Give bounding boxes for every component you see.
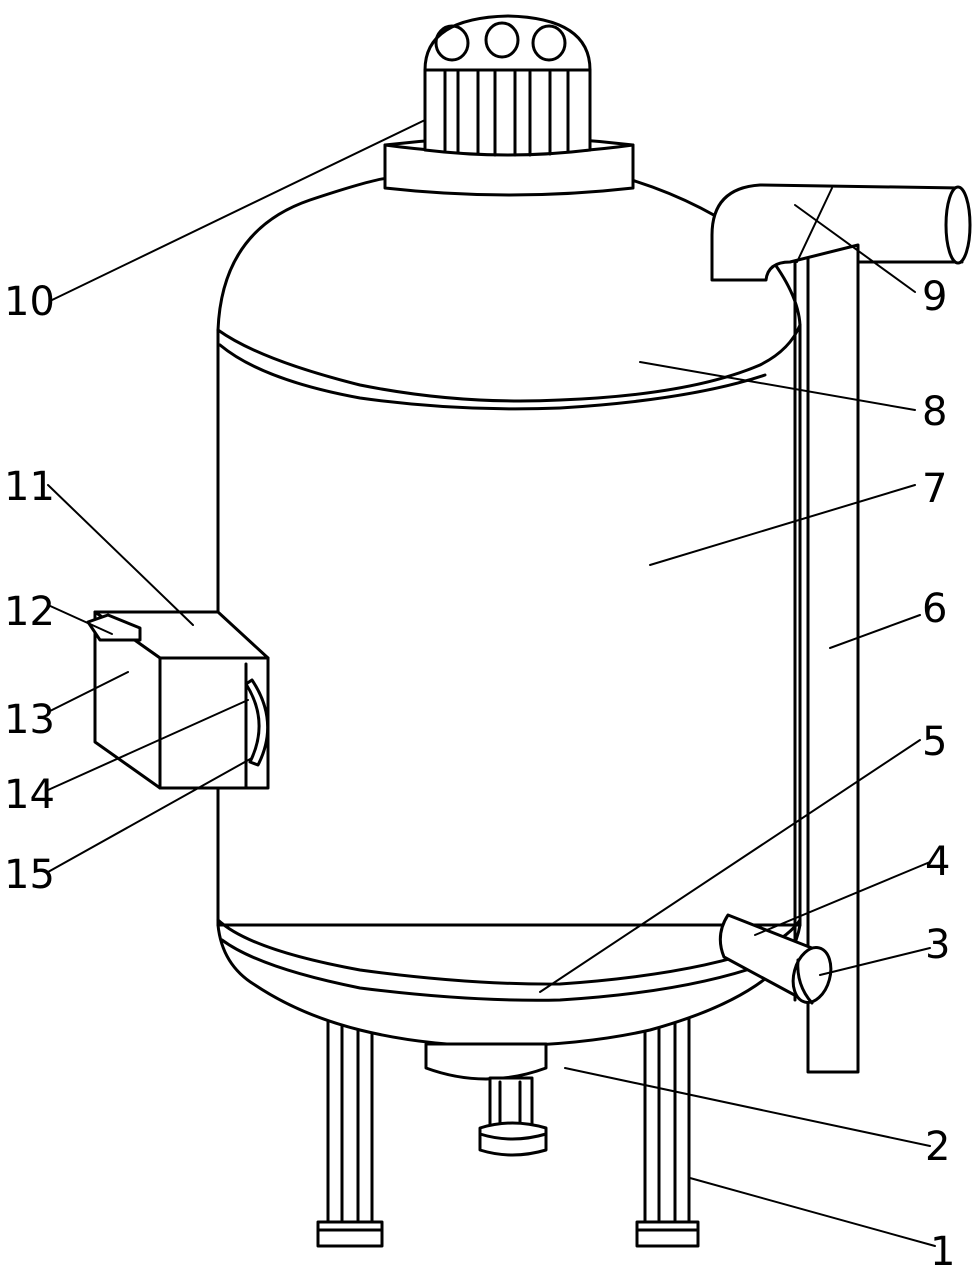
label-4: 4 bbox=[925, 839, 950, 885]
bottom-outlet bbox=[424, 1042, 548, 1157]
label-6: 6 bbox=[922, 586, 947, 632]
label-1: 1 bbox=[930, 1229, 955, 1273]
label-7: 7 bbox=[922, 466, 947, 512]
side-connector bbox=[718, 913, 833, 1005]
label-9: 9 bbox=[922, 274, 947, 320]
support-legs bbox=[316, 997, 700, 1248]
label-5: 5 bbox=[922, 719, 947, 765]
label-14: 14 bbox=[4, 772, 55, 818]
control-box bbox=[86, 610, 270, 790]
label-13: 13 bbox=[4, 697, 55, 743]
label-3: 3 bbox=[925, 922, 950, 968]
label-8: 8 bbox=[922, 389, 947, 435]
label-11: 11 bbox=[4, 464, 55, 510]
label-12: 12 bbox=[4, 589, 55, 635]
motor-assembly bbox=[383, 14, 635, 197]
label-2: 2 bbox=[925, 1124, 950, 1170]
recirculation-pipe bbox=[710, 183, 972, 1074]
label-15: 15 bbox=[4, 852, 55, 898]
part-labels: 1 2 3 4 5 6 7 8 9 10 11 12 13 14 15 bbox=[4, 274, 955, 1273]
tank-body bbox=[216, 176, 802, 1048]
label-10: 10 bbox=[4, 279, 55, 325]
leader-lines bbox=[47, 119, 936, 1247]
